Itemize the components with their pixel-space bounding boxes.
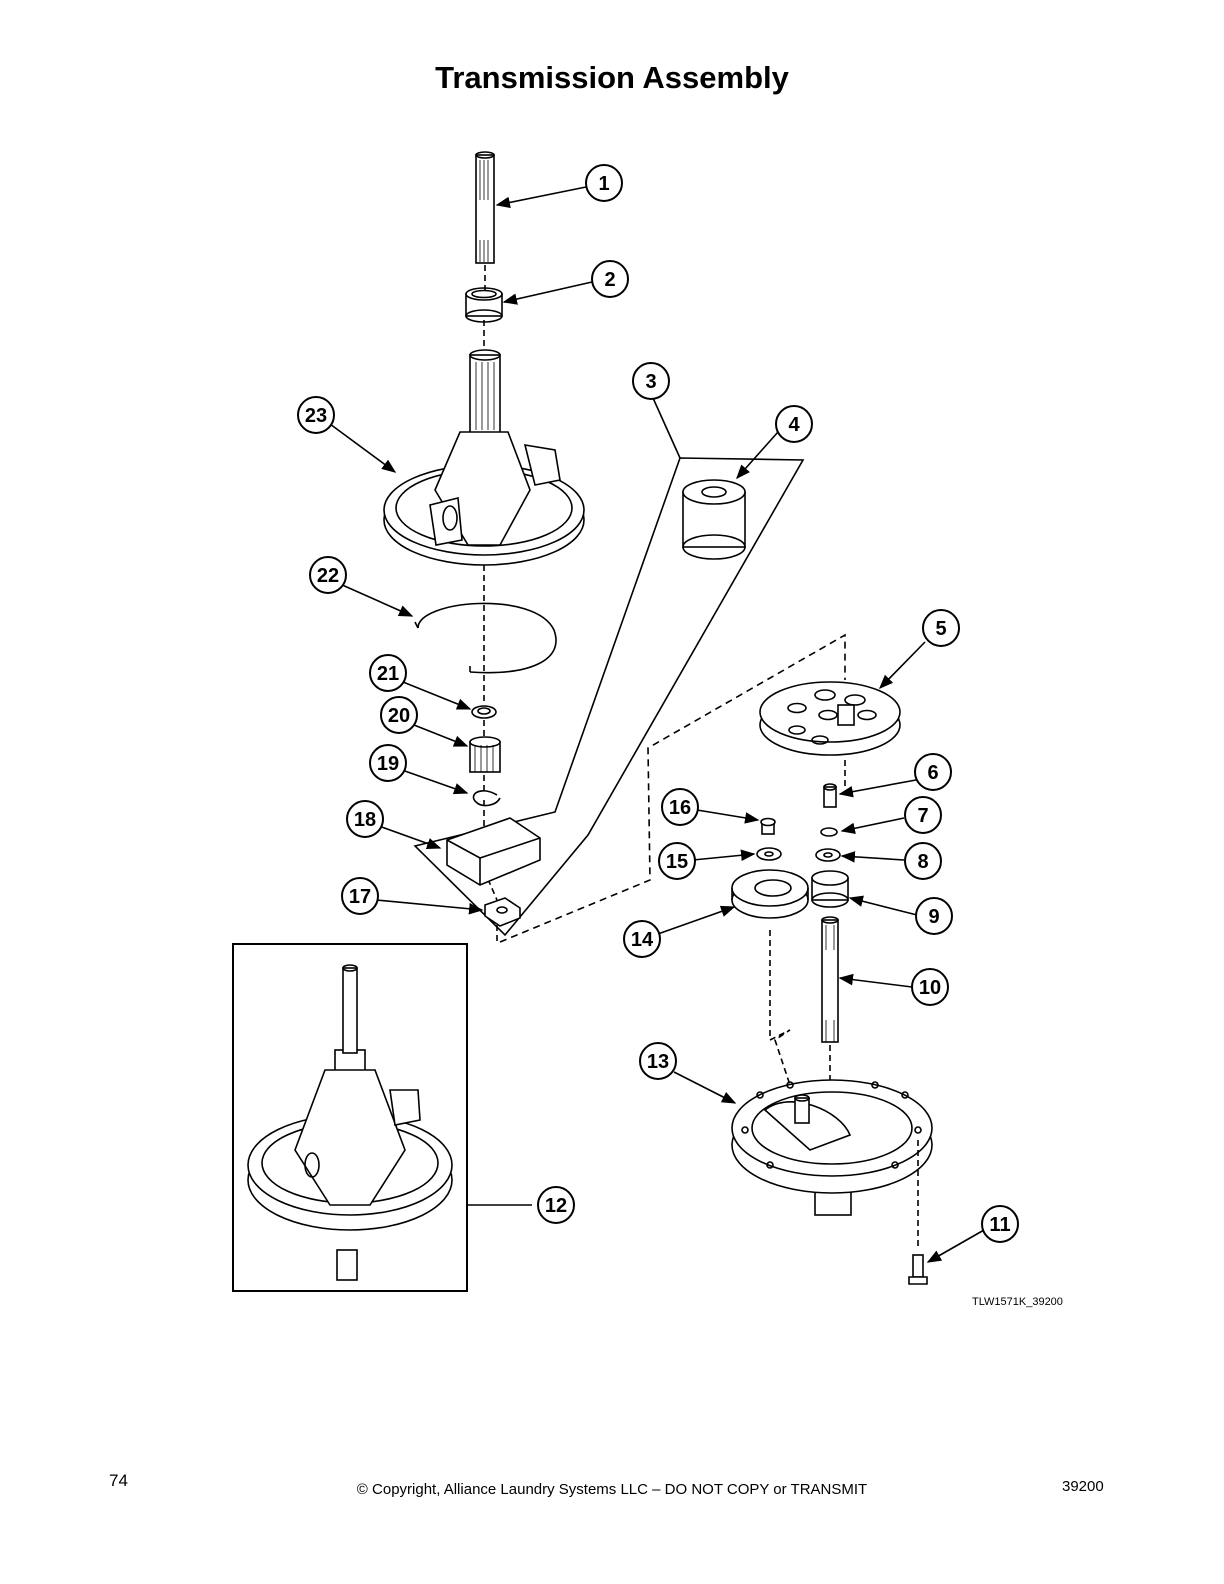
callout-3 — [632, 362, 670, 400]
callout-6 — [914, 753, 952, 791]
callout-label-4: 4 — [788, 414, 800, 436]
callout-label-5: 5 — [935, 618, 946, 640]
callout-circles — [297, 164, 1019, 1243]
callout-13 — [639, 1042, 677, 1080]
callout-label-17: 17 — [349, 886, 371, 908]
callout-17 — [341, 877, 379, 915]
part-cup-4 — [682, 479, 746, 560]
callout-20 — [380, 696, 418, 734]
callout-21 — [369, 654, 407, 692]
part-assembly-12 — [247, 964, 453, 1281]
callout-label-7: 7 — [917, 805, 928, 827]
callout-label-14: 14 — [631, 929, 654, 951]
kit-outline-3 — [413, 457, 805, 937]
callout-22 — [309, 556, 347, 594]
callout-label-11: 11 — [989, 1214, 1010, 1236]
figure-id: TLW1571K_39200 — [972, 1296, 1063, 1308]
part-bearing-2 — [465, 287, 503, 323]
document-number: 39200 — [1062, 1478, 1104, 1495]
part-rack-18 — [446, 817, 541, 886]
callout-9 — [915, 897, 953, 935]
callout-label-10: 10 — [919, 977, 941, 999]
part-gear-14 — [731, 869, 809, 919]
part-lockwasher-7 — [820, 827, 838, 837]
callout-11 — [981, 1205, 1019, 1243]
callout-18 — [346, 800, 384, 838]
callout-label-19: 19 — [377, 753, 399, 775]
copyright-notice: © Copyright, Alliance Laundry Systems LL… — [356, 1481, 868, 1498]
part-shaft-10 — [821, 916, 839, 1043]
page-number: 74 — [109, 1471, 128, 1490]
inset-box-12 — [232, 943, 468, 1292]
callout-5 — [922, 609, 960, 647]
callout-14 — [623, 920, 661, 958]
callout-label-21: 21 — [377, 663, 399, 685]
part-gear-9 — [811, 870, 849, 908]
callout-label-22: 22 — [317, 565, 339, 587]
callout-8 — [904, 842, 942, 880]
part-gear-20 — [469, 736, 501, 773]
callout-label-20: 20 — [388, 705, 410, 727]
callout-label-8: 8 — [917, 851, 928, 873]
callout-label-3: 3 — [645, 371, 656, 393]
callout-label-13: 13 — [647, 1051, 669, 1073]
part-shaft-1 — [475, 151, 495, 264]
part-block-17 — [484, 897, 521, 927]
part-washer-8 — [815, 848, 841, 862]
callout-16 — [661, 788, 699, 826]
callout-23 — [297, 396, 335, 434]
callout-15 — [658, 842, 696, 880]
part-housing-23 — [383, 349, 585, 566]
callout-4 — [775, 405, 813, 443]
callout-7 — [904, 796, 942, 834]
part-base-13 — [731, 1079, 933, 1216]
part-washer-21 — [471, 705, 497, 719]
callout-label-15: 15 — [666, 851, 688, 873]
callout-12 — [537, 1186, 575, 1224]
callout-2 — [591, 260, 629, 298]
callout-label-1: 1 — [598, 173, 609, 195]
callout-label-6: 6 — [927, 762, 938, 784]
part-clip-19 — [472, 790, 501, 807]
part-plate-5 — [759, 681, 901, 756]
part-bolt-11 — [908, 1254, 928, 1285]
callout-label-12: 12 — [545, 1195, 567, 1217]
callout-1 — [585, 164, 623, 202]
callout-label-23: 23 — [305, 405, 327, 427]
callout-label-2: 2 — [604, 269, 615, 291]
callout-label-9: 9 — [928, 906, 939, 928]
part-stud-6 — [823, 783, 837, 808]
part-screw-16 — [760, 817, 776, 835]
part-washer-15 — [756, 847, 782, 861]
callout-19 — [369, 744, 407, 782]
callout-label-18: 18 — [354, 809, 376, 831]
callout-10 — [911, 968, 949, 1006]
callout-label-16: 16 — [669, 797, 691, 819]
page-title: Transmission Assembly — [435, 60, 789, 95]
part-ring-22 — [414, 602, 557, 674]
